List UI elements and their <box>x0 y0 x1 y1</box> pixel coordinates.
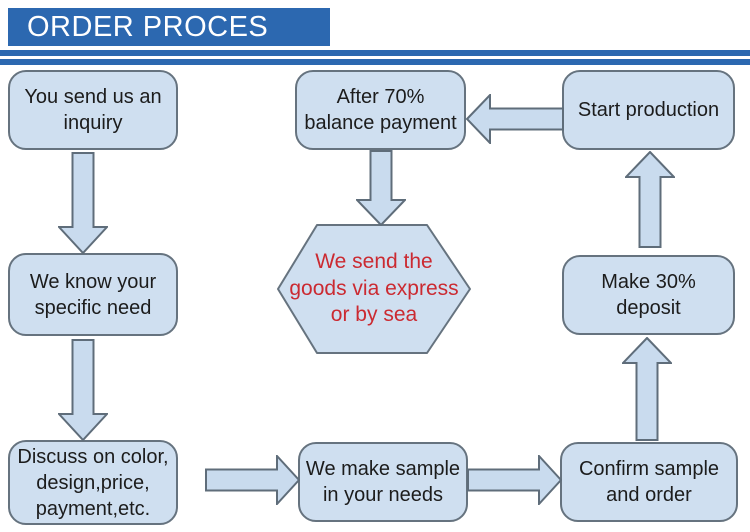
header-divider-top <box>0 50 750 56</box>
header-divider-bottom <box>0 59 750 65</box>
node-make-sample: We make sample in your needs <box>298 442 468 522</box>
arrow-up-confirm-to-deposit-icon <box>622 337 672 441</box>
arrow-right-discuss-to-sample-icon <box>205 455 300 505</box>
hexagon-send-goods-shape <box>277 224 471 354</box>
node-confirm-sample-order: Confirm sample and order <box>560 442 738 522</box>
node-discuss-details: Discuss on color, design,price, payment,… <box>8 440 178 525</box>
node-make-deposit: Make 30% deposit <box>562 255 735 335</box>
arrow-right-sample-to-confirm-icon <box>467 455 562 505</box>
node-you-send-inquiry: You send us an inquiry <box>8 70 178 150</box>
arrow-down-need-to-discuss-icon <box>58 339 108 441</box>
node-start-production: Start production <box>562 70 735 150</box>
node-we-know-specific-need: We know your specific need <box>8 253 178 336</box>
page-title-bar: ORDER PROCES <box>8 8 330 46</box>
arrow-down-balance-to-goods-icon <box>356 150 406 226</box>
arrow-up-deposit-to-production-icon <box>625 151 675 248</box>
arrow-left-production-to-balance-icon <box>466 94 564 144</box>
arrow-down-inquiry-to-need-icon <box>58 152 108 254</box>
page-title: ORDER PROCES <box>27 10 269 43</box>
node-balance-payment: After 70% balance payment <box>295 70 466 150</box>
